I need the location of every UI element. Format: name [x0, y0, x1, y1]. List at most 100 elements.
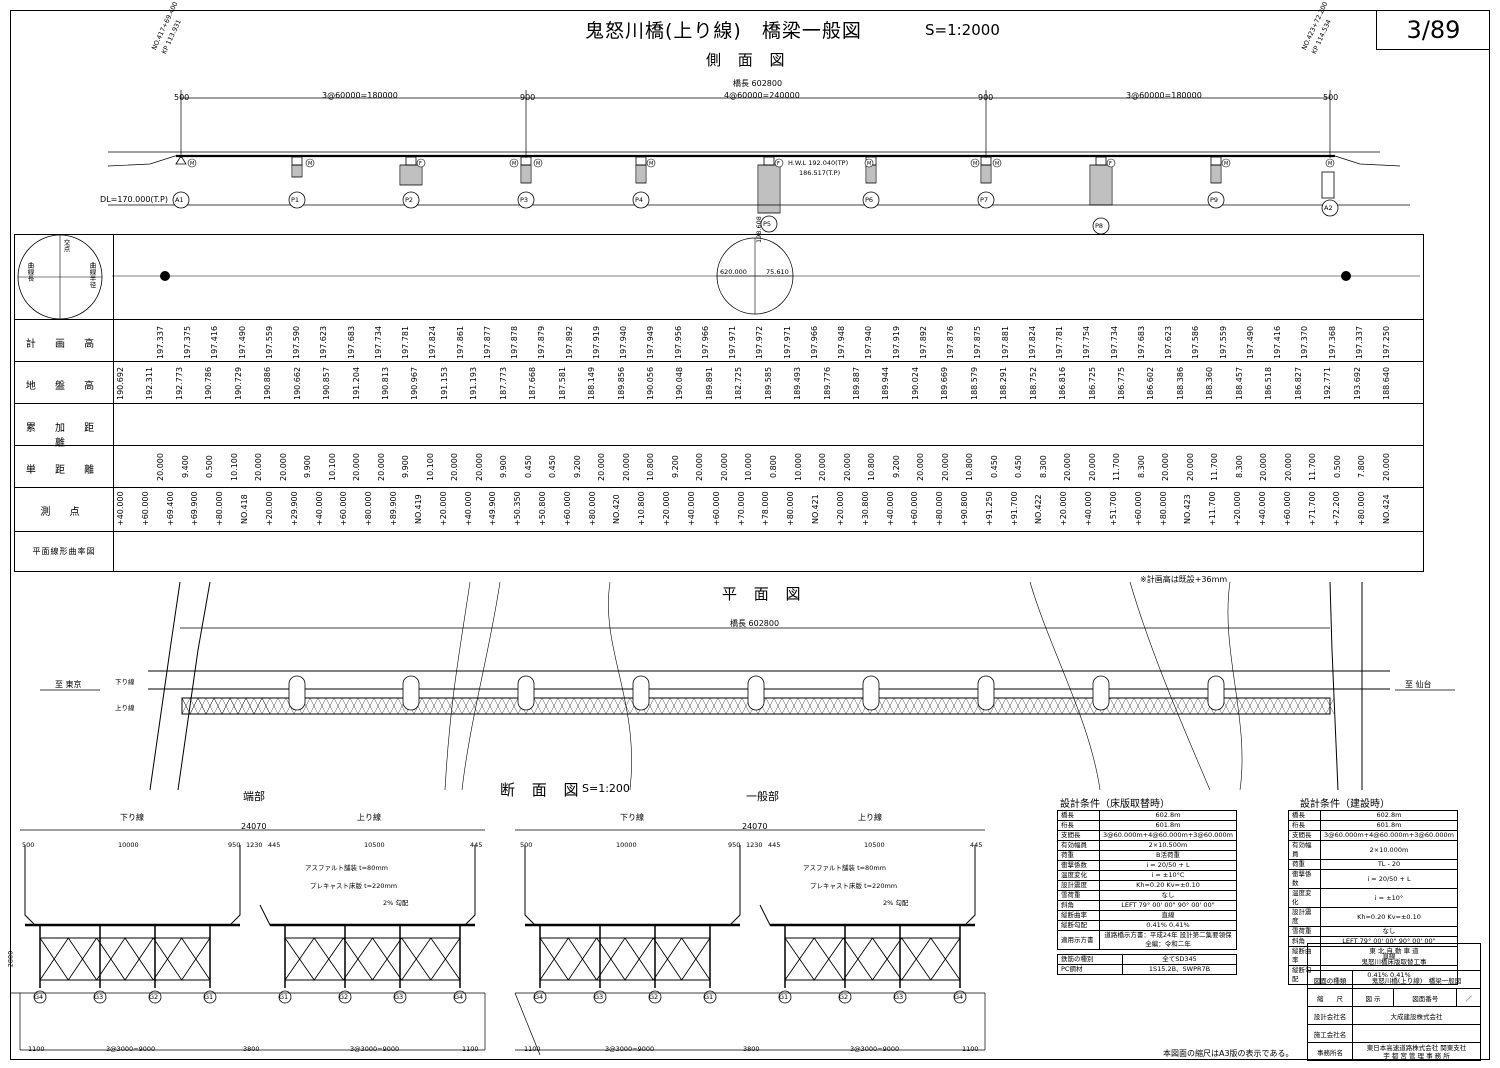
svg-text:F: F: [419, 161, 422, 167]
sec1-w-500: 500: [22, 841, 35, 849]
row-plan-cell: 197.966: [700, 325, 710, 359]
bearing-f: [1106, 158, 1116, 168]
sec1-dim-3800: 3800: [243, 1045, 260, 1053]
girder-label: G2: [839, 993, 849, 1001]
tb-designer-label: 設計会社名: [1307, 1006, 1353, 1025]
cond1b-cell: 1S15.2B、SWPR7B: [1122, 964, 1237, 975]
row-station-cell: +20.000: [1233, 491, 1243, 527]
row-plan-cell: 197.623: [1164, 325, 1174, 359]
tb-builder-label: 施工会社名: [1307, 1024, 1353, 1043]
row-ground-cell: 190.967: [410, 366, 420, 400]
row-unit-cell: 9.200: [670, 455, 680, 479]
row-unit-cell: 20.000: [450, 453, 460, 481]
row-ground-cell: 188.752: [1028, 366, 1038, 400]
row-station-cell: +90.800: [960, 491, 969, 527]
row-unit-cell: 20.000: [597, 453, 607, 481]
row-plan-cell: 197.586: [1191, 325, 1201, 359]
plan-pier: [747, 675, 765, 711]
pier-body: [1089, 164, 1113, 206]
pier-label-circle: [760, 215, 778, 233]
cond1-cell: 道路橋示方書：平成24年 設計第二集要領保全編：令和二年: [1098, 930, 1238, 950]
sec2-slope: 2% 勾配: [883, 899, 909, 907]
span-dim-1: 3@60000=180000: [322, 91, 398, 100]
pier-body: [399, 164, 423, 186]
row-unit-cell: 20.000: [621, 453, 631, 481]
row-ground-cell: 192.311: [145, 366, 155, 400]
pier-cap: [980, 156, 992, 166]
cond1-cell: 雪荷重: [1057, 890, 1100, 901]
plan-down-line: 下り線: [115, 678, 135, 686]
to-sendai: 至 仙台: [1405, 680, 1432, 689]
svg-text:M: M: [536, 161, 540, 167]
row-ground-cell: 189.856: [616, 366, 626, 400]
row-ground-cell: 189.669: [940, 366, 950, 400]
cond1-cell: 縦断勾配: [1057, 920, 1100, 931]
cond2-cell: i = ±10°: [1319, 888, 1459, 908]
joint-dim-2: 900: [520, 93, 536, 102]
row-station-cell: NO.421: [811, 494, 821, 524]
svg-text:F: F: [1109, 161, 1112, 167]
row-station-cell: +80.000: [215, 491, 225, 527]
row-station-cell: +49.900: [488, 491, 498, 527]
row-unit-cell: 20.000: [1087, 453, 1097, 481]
bearing-f: [774, 158, 784, 168]
pier-body: [1210, 164, 1222, 184]
pier-label-circle: [288, 191, 306, 209]
row-unit-cell: 8.300: [1136, 455, 1146, 479]
pier-label-p3: P3: [520, 196, 529, 204]
row-unit-cell: 8.300: [1234, 455, 1244, 479]
pier-label-circle: [1207, 191, 1225, 209]
row-plan-cell: 197.972: [755, 325, 765, 359]
row-station-cell: +91.700: [1009, 491, 1019, 527]
cond1-cell: なし: [1098, 890, 1238, 901]
bearing-m: [187, 158, 197, 168]
sec1-dim-9000b: 3@3000=9000: [350, 1045, 400, 1053]
sec2-w-10500: 10500: [864, 841, 885, 849]
row-ground-cell: 190.857: [322, 366, 332, 400]
row-station-cell: +60.000: [1133, 491, 1143, 527]
row-ground-cell: 191.193: [469, 366, 479, 400]
row-plan-cell: 197.337: [1354, 325, 1364, 359]
row-ground-cell: 187.668: [528, 366, 538, 400]
tb-type: 鬼怒川橋(上り線) 橋梁一般図: [1352, 970, 1481, 989]
tb-office-2: 宇 都 宮 管 理 事 務 所: [1383, 1051, 1450, 1060]
row-station-cell: +69.900: [190, 491, 200, 527]
row-ground-cell: 188.640: [1382, 366, 1391, 400]
row-ground-cell: 189.944: [881, 366, 891, 400]
section-scale: S=1:200: [582, 782, 630, 795]
cond2-cell: 602.8m: [1319, 810, 1459, 821]
curve-value-3: 198.608: [755, 216, 763, 243]
row-ground-cell: 191.204: [351, 366, 361, 400]
hwl-label: H.W.L 192.040(TP): [788, 159, 849, 167]
row-ground-cell: 188.457: [1234, 366, 1244, 400]
row-ground-cell: 186.602: [1146, 366, 1156, 400]
sec2-dim-3800: 3800: [743, 1045, 760, 1053]
row-plan-cell: 197.861: [455, 325, 465, 359]
row-plan-cell: 197.559: [1218, 325, 1228, 359]
row-ground-cell: 186.816: [1058, 366, 1068, 400]
pier-body: [865, 164, 877, 184]
row-unit-cell: 10.000: [793, 453, 803, 481]
row-unit-cell: 9.900: [499, 455, 509, 479]
row-unit-cell: 20.000: [278, 453, 288, 481]
girder-label: G1: [704, 993, 714, 1001]
pier-body: [980, 164, 992, 184]
row-plan-cell: 197.948: [837, 325, 847, 359]
cond2-cell: 荷重: [1288, 859, 1321, 870]
row-plan-cell: 197.683: [1136, 325, 1146, 359]
elevation-label: 186.517(T.P): [799, 169, 841, 177]
row-station-cell: +40.000: [1084, 491, 1094, 527]
cond2-cell: 桁長: [1288, 820, 1321, 831]
row-ground-cell: 186.827: [1293, 366, 1303, 400]
row-station-cell: +72.200: [1332, 491, 1342, 527]
pier-body: [291, 164, 303, 178]
side-view-heading: 側 面 図: [706, 51, 791, 69]
cond2-cell: 設計震度: [1288, 907, 1321, 927]
row-plan-cell: 197.754: [1082, 325, 1092, 359]
plan-pier: [517, 675, 535, 711]
svg-text:M: M: [1328, 161, 1332, 167]
pier-label-p6: P6: [865, 196, 874, 204]
cond1-cell: B活荷重: [1098, 850, 1238, 861]
row-plan-cell: 197.877: [482, 325, 492, 359]
